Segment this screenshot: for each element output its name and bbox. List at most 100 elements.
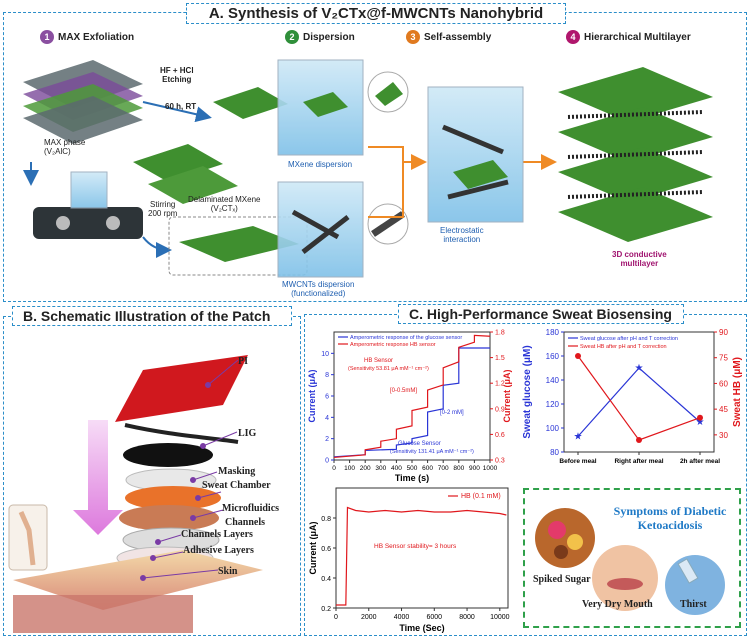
y-right-axis-label: Sweat HB (μM) <box>732 357 743 427</box>
hierarchical-multilayer <box>558 67 713 242</box>
x-tick-label: 0 <box>334 614 338 621</box>
y-tick-label: 0.4 <box>321 576 331 583</box>
y-axis-label: Sweat glucose (μM) <box>522 345 533 438</box>
y-right-tick-label: 1.8 <box>495 330 505 337</box>
etching-time: 60 h, RT <box>165 102 197 111</box>
layer-label-skin: Skin <box>218 566 238 577</box>
delaminated-label: Delaminated MXene(V₂CTₓ) <box>188 195 260 213</box>
y-tick-label: 10 <box>321 351 329 358</box>
series-marker-0: ★ <box>574 431 583 442</box>
layer-label-channels: Channels <box>225 517 266 528</box>
annotation-glucose-sensor: Glucose Sensor <box>398 441 441 447</box>
series-marker-1 <box>636 437 642 443</box>
delaminated-sheets <box>133 87 288 204</box>
plot-frame <box>335 487 509 609</box>
x-tick-label: 500 <box>407 465 418 472</box>
x-tick-label: 700 <box>438 465 449 472</box>
panel-c-title: C. High-Performance Sweat Biosensing <box>398 304 684 324</box>
panel-a-title: A. Synthesis of V₂CTx@f-MWCNTs Nanohybri… <box>186 3 566 24</box>
annotation-glucose-range: [0-2 mM] <box>440 410 464 416</box>
x-tick-label: 600 <box>422 465 433 472</box>
annotation-glucose-sensitivity: (Sensitivity 131.41 μA mM⁻¹ cm⁻²) <box>390 449 474 455</box>
step-2-label: Dispersion <box>303 31 355 43</box>
mwcnt-line1: MWCNTs dispersion <box>282 280 355 289</box>
symptoms-title: Symptoms of Diabetic Ketoacidosis <box>600 504 740 532</box>
annotation-hb-sensitivity: (Sensitivity 53.81 μA mM⁻¹ cm⁻²) <box>348 366 429 372</box>
x-tick-label: 4000 <box>394 614 410 621</box>
x-tick-label: 0 <box>332 465 336 472</box>
y-right-tick-label: 30 <box>719 431 728 440</box>
series-marker-1 <box>697 414 703 421</box>
y-tick-label: 0 <box>325 458 329 465</box>
electrostatic-line2: interaction <box>443 235 481 244</box>
y-tick-label: 8 <box>325 372 329 379</box>
y-right-tick-label: 0.3 <box>495 458 505 465</box>
legend-label-0: Sweat glucose after pH and T correction <box>580 336 678 342</box>
series-marker-0: ★ <box>635 363 644 374</box>
y-tick-label: 120 <box>546 400 560 409</box>
layer-label-pi: PI <box>238 356 248 367</box>
legend-label-1: Sweat HB after pH and T correction <box>580 344 667 350</box>
layer-label-adhesive-layers: Adhesive Layers <box>183 545 254 556</box>
y-tick-label: 80 <box>550 448 559 457</box>
series-line-0 <box>336 506 507 606</box>
layer-label-masking: Masking <box>218 466 256 477</box>
annotation-hb-sensor: HB Sensor <box>364 358 393 364</box>
x-tick-label: 400 <box>391 465 402 472</box>
y-right-tick-label: 45 <box>719 405 728 414</box>
y-tick-label: 0.8 <box>321 516 331 523</box>
y-tick-label: 4 <box>325 415 329 422</box>
x-tick-label: 900 <box>469 465 480 472</box>
legend-label-0: Amperometric response of the glucose sen… <box>350 335 462 341</box>
plot-frame <box>563 331 715 453</box>
x-tick-label: Right after meal <box>614 458 663 465</box>
mwcnt-dispersion-beaker <box>277 181 409 278</box>
y-tick-label: 0.6 <box>321 546 331 553</box>
y-axis-label: Current (μA) <box>308 521 318 574</box>
step-2-badge: 2 <box>285 30 299 44</box>
layer-label-channels-layers: Channels Layers <box>181 529 253 540</box>
max-phase-label: MAX phase(V₂AlC) <box>44 138 85 156</box>
step-4-label: Hierarchical Multilayer <box>584 31 691 43</box>
y-tick-label: 180 <box>546 328 560 337</box>
annotation-hb-range: [0-0.5mM] <box>390 388 417 394</box>
legend-label-1: Amperometric response HB sensor <box>350 342 436 348</box>
stirring-line1: Stirring <box>150 200 176 209</box>
x-axis-label: Time (Sec) <box>399 623 444 633</box>
legend-label-0: HB (0.1 mM) <box>461 493 501 500</box>
step-1: 1 MAX Exfoliation <box>40 30 134 44</box>
max-phase-lattice <box>23 60 143 144</box>
conductive-line2: multilayer <box>620 259 659 268</box>
x-tick-label: 1000 <box>483 465 498 472</box>
x-tick-label: 8000 <box>459 614 475 621</box>
y-tick-label: 100 <box>546 424 560 433</box>
y-right-tick-label: 0.6 <box>495 432 505 439</box>
step-1-badge: 1 <box>40 30 54 44</box>
symptom-thirst: Thirst <box>680 599 707 610</box>
y-tick-label: 2 <box>325 436 329 443</box>
series-marker-0: ★ <box>696 417 705 428</box>
y-tick-label: 160 <box>546 352 560 361</box>
x-tick-label: 2000 <box>361 614 377 621</box>
series-marker-1 <box>575 353 581 359</box>
electrostatic-line1: Electrostatic <box>440 226 484 235</box>
layer-label-microfluidics: Microfluidics <box>222 503 280 514</box>
step-1-label: MAX Exfoliation <box>58 31 135 43</box>
x-tick-label: 6000 <box>426 614 442 621</box>
x-tick-label: 10000 <box>490 614 510 621</box>
step-3-label: Self-assembly <box>424 31 492 43</box>
layer-label-sweat-chamber: Sweat Chamber <box>202 480 271 491</box>
y-right-tick-label: 90 <box>719 328 728 337</box>
y-right-tick-label: 60 <box>719 379 728 388</box>
symptom-spiked-sugar: Spiked Sugar <box>533 574 591 585</box>
etching-line2: Etching <box>162 75 192 84</box>
panel-b-title: B. Schematic Illustration of the Patch <box>12 306 292 326</box>
layer-label-lig: LIG <box>238 428 257 439</box>
